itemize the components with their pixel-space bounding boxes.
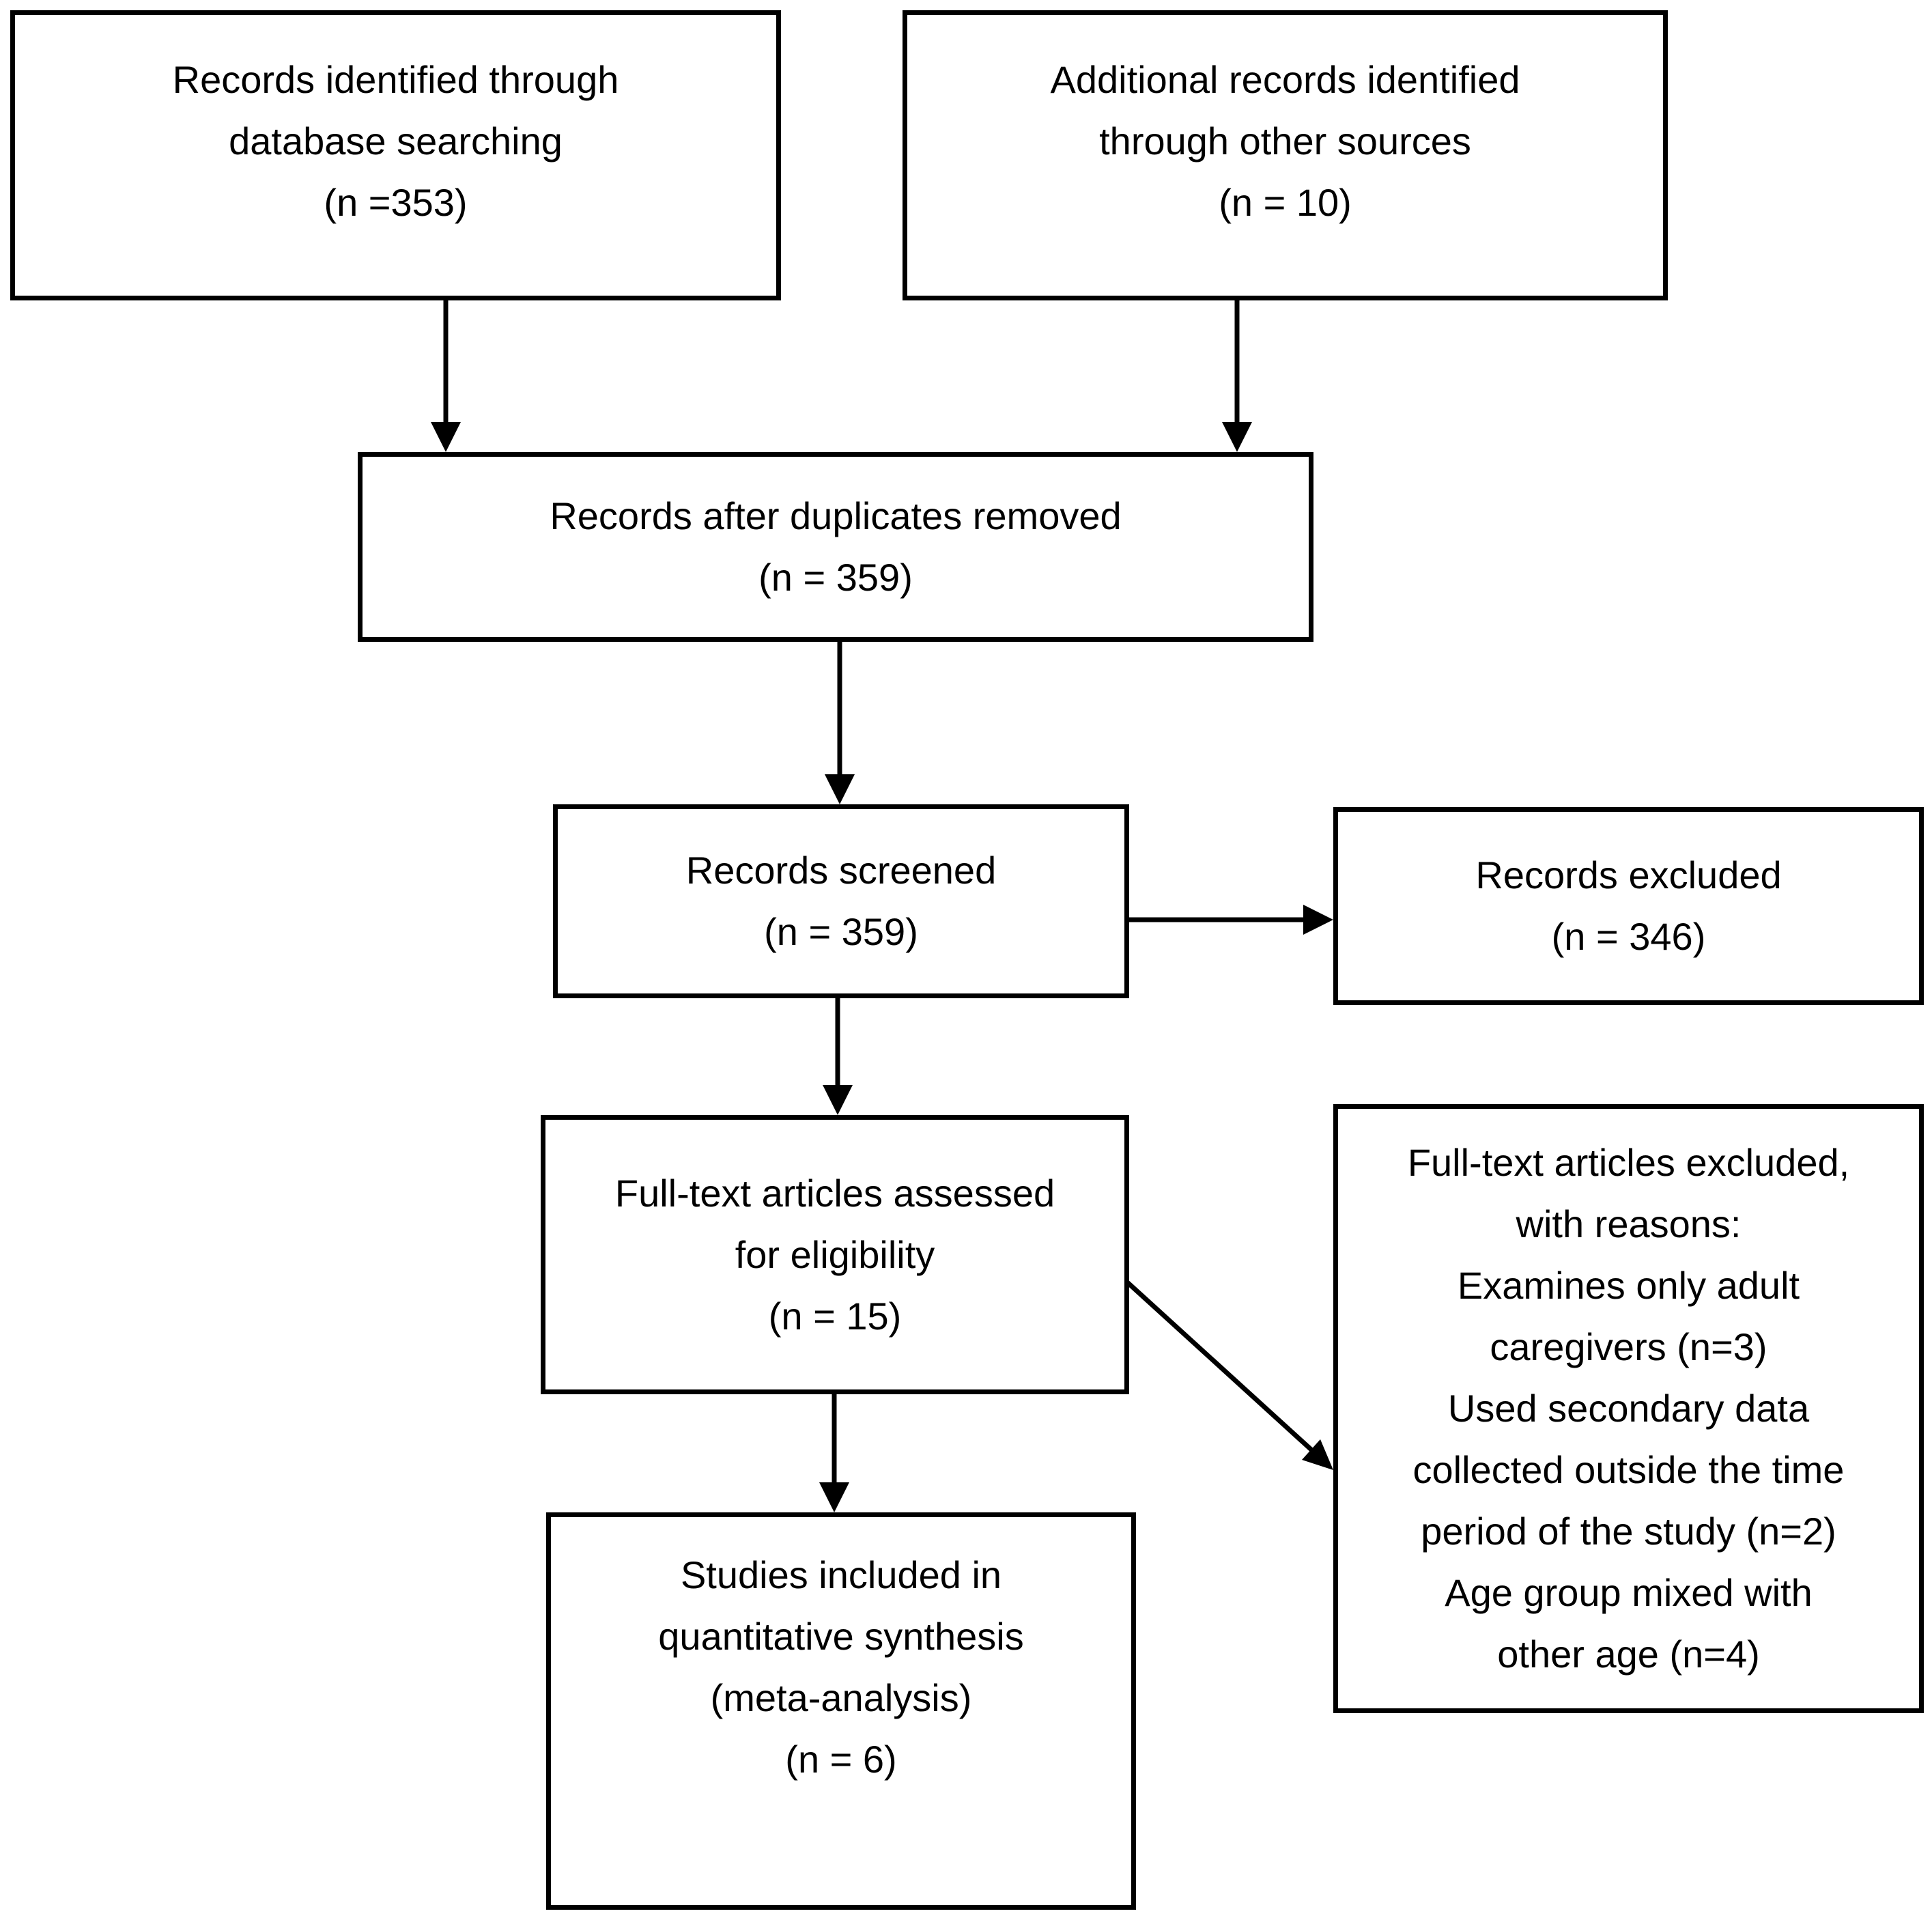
box-text-line: quantitative synthesis xyxy=(658,1615,1024,1658)
box-text-line: Records screened xyxy=(685,849,997,892)
box-count-line: (n = 359) xyxy=(764,910,918,953)
arrow-duplicates-to-screened xyxy=(825,642,855,804)
box-count-line: (n =353) xyxy=(324,181,468,224)
exclusion-reason-line: Used secondary data xyxy=(1447,1387,1810,1430)
box-count-line: (n = 359) xyxy=(758,556,913,599)
box-text-line: for eligibility xyxy=(735,1232,935,1276)
box-fulltext-articles-assessed: Full-text articles assessed for eligibil… xyxy=(541,1115,1129,1394)
box-text-line: through other sources xyxy=(1099,119,1471,163)
arrow-other-to-duplicates xyxy=(1222,300,1252,452)
box-fulltext-articles-excluded-reasons: Full-text articles excluded, with reason… xyxy=(1333,1104,1924,1713)
box-additional-records-other-sources: Additional records identified through ot… xyxy=(903,10,1668,300)
box-count-line: (n = 346) xyxy=(1551,915,1706,958)
box-text-line: Records after duplicates removed xyxy=(550,494,1122,537)
box-count-line: (n = 15) xyxy=(768,1294,902,1338)
box-records-after-duplicates-removed: Records after duplicates removed (n = 35… xyxy=(358,452,1313,642)
box-text-line: database searching xyxy=(229,119,563,163)
exclusion-reason-line: other age (n=4) xyxy=(1497,1633,1760,1676)
box-count-line: (n = 6) xyxy=(785,1738,897,1781)
box-count-line: (n = 10) xyxy=(1219,181,1352,224)
arrow-screened-to-fulltext xyxy=(823,998,853,1115)
exclusion-reason-line: Age group mixed with xyxy=(1445,1571,1813,1614)
arrow-fulltext-to-included xyxy=(819,1394,849,1512)
exclusion-reason-line: caregivers (n=3) xyxy=(1490,1325,1767,1368)
exclusion-reason-line: period of the study (n=2) xyxy=(1421,1510,1836,1553)
exclusion-reason-line: Examines only adult xyxy=(1457,1264,1800,1307)
box-text-line: Studies included in xyxy=(680,1553,1002,1596)
box-records-screened: Records screened (n = 359) xyxy=(553,804,1129,998)
arrow-screened-to-excluded xyxy=(1123,905,1333,935)
box-text-line: (meta-analysis) xyxy=(710,1676,972,1719)
box-text-line: Full-text articles excluded, xyxy=(1407,1141,1850,1184)
box-text-line: Full-text articles assessed xyxy=(614,1171,1055,1215)
box-text-line: with reasons: xyxy=(1516,1202,1742,1245)
box-records-excluded: Records excluded (n = 346) xyxy=(1333,807,1924,1005)
arrow-fulltext-to-excluded-reasons xyxy=(1123,1278,1333,1470)
box-text-line: Records identified through xyxy=(172,58,619,101)
exclusion-reason-line: collected outside the time xyxy=(1412,1448,1845,1491)
box-text-line: Records excluded xyxy=(1475,853,1782,897)
box-studies-included-quantitative-synthesis: Studies included in quantitative synthes… xyxy=(546,1512,1136,1910)
arrow-database-to-duplicates xyxy=(431,300,461,452)
box-text-line: Additional records identified xyxy=(1050,58,1520,101)
box-records-identified-database: Records identified through database sear… xyxy=(10,10,781,300)
